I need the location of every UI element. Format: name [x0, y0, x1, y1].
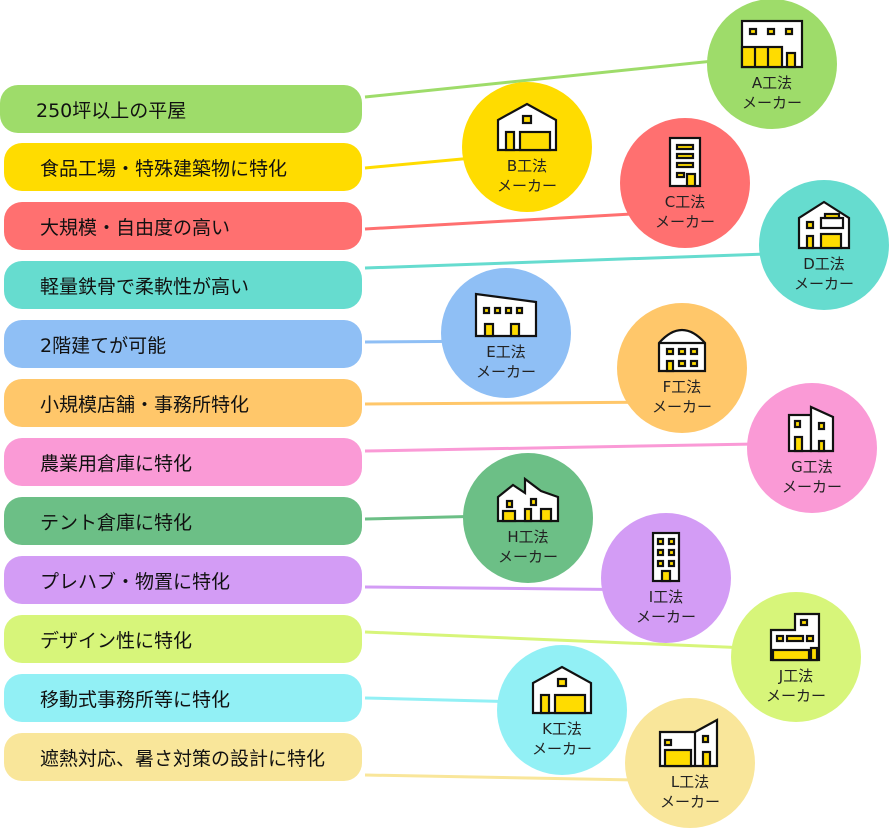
- feature-text: プレハブ・物置に特化: [40, 570, 231, 593]
- feature-text: 移動式事務所等に特化: [40, 688, 231, 711]
- multi-gable-building-icon: [496, 476, 560, 523]
- connector-line: [364, 630, 797, 652]
- feature-label: 遮熱対応、暑さ対策の設計に特化: [4, 733, 362, 781]
- feature-text: 2階建てが可能: [40, 334, 167, 357]
- feature-label: 農業用倉庫に特化: [4, 438, 362, 486]
- maker-name: D工法: [803, 255, 845, 273]
- maker-circle: L工法メーカー: [625, 698, 755, 828]
- feature-text: 軽量鉄骨で柔軟性が高い: [40, 275, 250, 298]
- maker-name: K工法: [542, 720, 582, 738]
- connector-line: [364, 250, 825, 270]
- maker-circle: K工法メーカー: [497, 645, 627, 775]
- gable-house-icon: [797, 200, 851, 250]
- maker-suffix: メーカー: [659, 793, 720, 811]
- stepped-building-icon: [769, 612, 821, 662]
- office-tower-icon: [668, 136, 702, 188]
- gable-warehouse-icon: [496, 102, 558, 152]
- feature-label: 大規模・自由度の高い: [4, 202, 362, 250]
- connector-line: [364, 53, 773, 99]
- maker-circle: F工法メーカー: [617, 303, 747, 433]
- feature-text: テント倉庫に特化: [40, 511, 193, 534]
- maker-name: J工法: [778, 667, 814, 685]
- maker-suffix: メーカー: [475, 363, 536, 381]
- maker-suffix: メーカー: [781, 478, 842, 496]
- maker-circle: A工法メーカー: [707, 0, 837, 129]
- maker-name: B工法: [506, 157, 548, 175]
- maker-suffix: メーカー: [497, 548, 558, 566]
- feature-label: テント倉庫に特化: [4, 497, 362, 545]
- shed-building-icon: [658, 718, 719, 768]
- warehouse-flat-icon: [740, 19, 804, 69]
- feature-label: 食品工場・特殊建築物に特化: [4, 143, 362, 191]
- maker-circle: H工法メーカー: [463, 453, 593, 583]
- feature-text: 大規模・自由度の高い: [40, 216, 231, 239]
- feature-label: 2階建てが可能: [4, 320, 362, 368]
- feature-label: プレハブ・物置に特化: [4, 556, 362, 604]
- feature-text: 小規模店舗・事務所特化: [40, 393, 250, 416]
- maker-name: H工法: [507, 528, 549, 546]
- maker-circle: I工法メーカー: [601, 513, 731, 643]
- maker-circle: G工法メーカー: [747, 383, 877, 513]
- feature-text: 農業用倉庫に特化: [40, 452, 193, 475]
- feature-text: デザイン性に特化: [40, 629, 193, 652]
- tall-building-icon: [651, 531, 681, 583]
- feature-text: 食品工場・特殊建築物に特化: [40, 157, 288, 180]
- maker-suffix: メーカー: [741, 94, 802, 112]
- maker-suffix: メーカー: [635, 608, 696, 626]
- maker-suffix: メーカー: [793, 275, 854, 293]
- feature-text: 250坪以上の平屋: [36, 99, 187, 122]
- maker-name: I工法: [648, 588, 684, 606]
- maker-suffix: メーカー: [531, 740, 592, 758]
- maker-suffix: メーカー: [496, 177, 557, 195]
- maker-circle: E工法メーカー: [441, 268, 571, 398]
- twin-building-icon: [787, 405, 835, 453]
- feature-label: 小規模店舗・事務所特化: [4, 379, 362, 427]
- maker-name: A工法: [751, 74, 793, 92]
- maker-name: E工法: [486, 343, 526, 361]
- maker-suffix: メーカー: [651, 398, 712, 416]
- maker-circle: B工法メーカー: [462, 82, 592, 212]
- maker-circle: C工法メーカー: [620, 118, 750, 248]
- maker-suffix: メーカー: [765, 687, 826, 705]
- maker-name: G工法: [791, 458, 833, 476]
- maker-suffix: メーカー: [654, 213, 715, 231]
- maker-circle: J工法メーカー: [731, 592, 861, 722]
- maker-name: L工法: [670, 773, 710, 791]
- feature-text: 遮熱対応、暑さ対策の設計に特化: [40, 747, 326, 770]
- arched-building-icon: [657, 328, 707, 373]
- feature-label: 250坪以上の平屋: [0, 85, 362, 133]
- gable-warehouse-icon: [531, 665, 593, 715]
- maker-name: F工法: [662, 378, 702, 396]
- feature-label: デザイン性に特化: [4, 615, 362, 663]
- connector-line: [364, 441, 813, 453]
- maker-name: C工法: [664, 193, 706, 211]
- feature-label: 移動式事務所等に特化: [4, 674, 362, 722]
- slanted-roof-building-icon: [474, 292, 538, 338]
- feature-label: 軽量鉄骨で柔軟性が高い: [4, 261, 362, 309]
- maker-circle: D工法メーカー: [759, 180, 889, 310]
